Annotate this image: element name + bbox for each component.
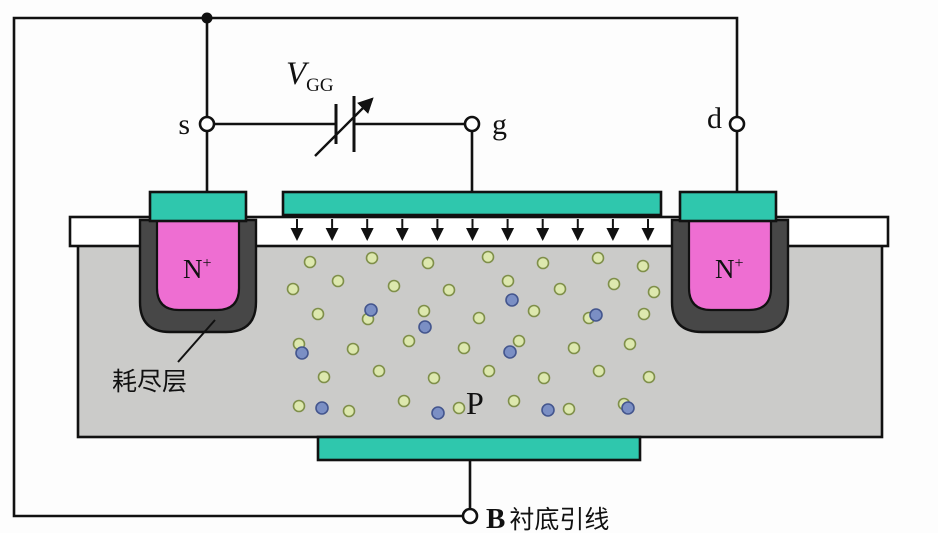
carrier-dot — [397, 394, 411, 408]
carrier-dot — [457, 341, 471, 355]
carrier-dot — [536, 256, 550, 270]
carrier-dot — [402, 334, 416, 348]
carrier-dot — [642, 370, 656, 384]
carrier-dot — [537, 371, 551, 385]
nplus-label-left: N+ — [183, 254, 212, 284]
carrier-dot — [346, 342, 360, 356]
carrier-dot — [505, 293, 519, 307]
source-terminal-label: s — [178, 108, 190, 141]
carrier-dots-blue — [295, 293, 635, 420]
substrate-lead-label-b: B — [486, 503, 505, 533]
carrier-dot — [342, 404, 356, 418]
carrier-dot — [417, 304, 431, 318]
substrate-lead-label-cjk: 衬底引线 — [509, 506, 609, 533]
carrier-dot — [427, 371, 441, 385]
outer-loop-wire — [12, 16, 739, 518]
carrier-dot — [621, 401, 635, 415]
carrier-dot — [292, 399, 306, 413]
vgg-label-main: V — [286, 56, 310, 92]
substrate-back-contact — [316, 435, 642, 462]
carrier-dot — [387, 279, 401, 293]
vgg-source-symbol — [314, 96, 374, 157]
carrier-dot — [331, 274, 345, 288]
source-terminal-node — [198, 115, 216, 133]
gate-field-arrows — [290, 219, 655, 241]
carrier-dot — [421, 256, 435, 270]
drain-terminal-label: d — [707, 102, 722, 135]
carrier-dot — [482, 364, 496, 378]
depletion-callout-line — [177, 319, 216, 363]
carrier-dot — [553, 282, 567, 296]
drain-contact — [678, 190, 778, 223]
carrier-dot — [472, 311, 486, 325]
carrier-dot — [364, 303, 378, 317]
carrier-dot — [481, 250, 495, 264]
nplus-label-right: N+ — [715, 254, 744, 284]
substrate-terminal-node — [461, 507, 479, 525]
junction-dot — [201, 12, 213, 24]
carrier-dot — [647, 285, 661, 299]
carrier-dot — [372, 364, 386, 378]
depletion-layer-label: 耗尽层 — [112, 368, 187, 396]
carrier-dot — [365, 251, 379, 265]
carrier-dot — [503, 345, 517, 359]
carrier-dot — [623, 337, 637, 351]
carrier-dot — [541, 403, 555, 417]
drain-terminal-node — [728, 115, 746, 133]
vgg-label: VGG — [286, 56, 334, 96]
p-substrate-label: P — [466, 385, 484, 421]
carrier-dot — [507, 394, 521, 408]
source-contact — [148, 190, 248, 223]
carrier-dot — [607, 277, 621, 291]
nplus-region-right — [687, 218, 773, 312]
carrier-dot — [562, 402, 576, 416]
carrier-dot — [589, 308, 603, 322]
gate-terminal-label: g — [492, 108, 507, 141]
carrier-dot — [442, 283, 456, 297]
carrier-dots-green — [286, 250, 661, 418]
carrier-dot — [527, 304, 541, 318]
circuit-wires — [12, 16, 739, 518]
carrier-dot — [501, 274, 515, 288]
carrier-dot — [315, 401, 329, 415]
gate-terminal-node — [463, 115, 481, 133]
nplus-region-left — [155, 218, 241, 312]
carrier-dot — [452, 401, 466, 415]
carrier-dot — [636, 259, 650, 273]
carrier-dot — [592, 364, 606, 378]
carrier-dot — [637, 307, 651, 321]
gate-electrode — [281, 190, 663, 217]
carrier-dot — [431, 406, 445, 420]
carrier-dot — [286, 282, 300, 296]
carrier-dot — [303, 255, 317, 269]
carrier-dot — [295, 346, 309, 360]
carrier-dot — [512, 334, 526, 348]
carrier-dot — [317, 370, 331, 384]
carrier-dot — [311, 307, 325, 321]
vgg-variable-arrow — [314, 97, 374, 157]
carrier-dot — [567, 341, 581, 355]
carrier-dot — [418, 320, 432, 334]
carrier-dot — [591, 251, 605, 265]
vgg-label-sub: GG — [306, 75, 334, 96]
